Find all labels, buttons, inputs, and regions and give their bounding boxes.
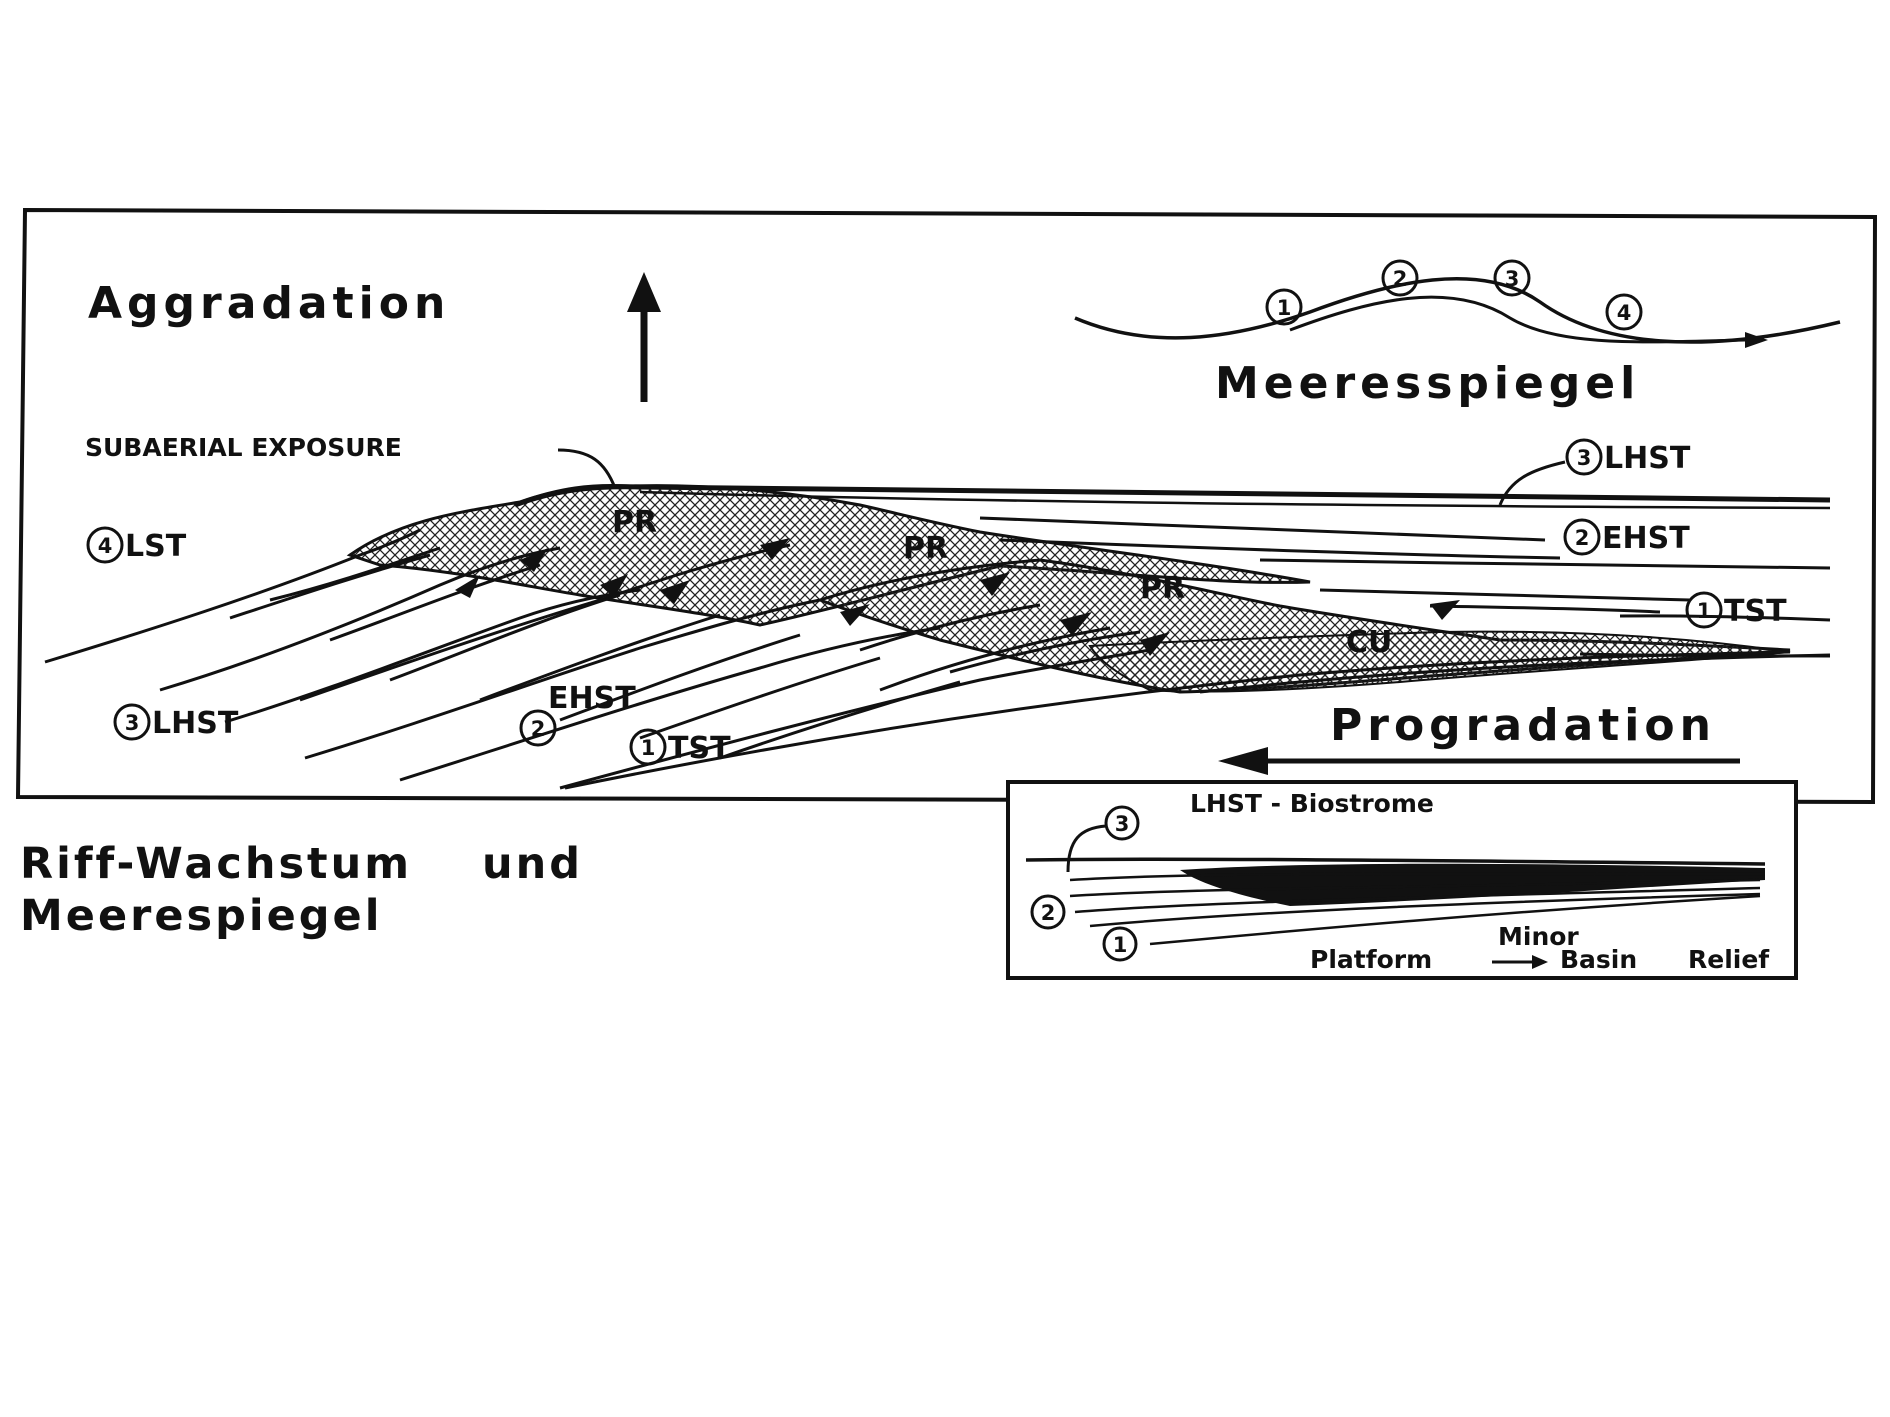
svg-text:3: 3 [1577,446,1592,470]
meeresspiegel-label: Meeresspiegel [1215,358,1640,409]
reef-body-lower [1088,630,1791,693]
caption-line-1b: und [482,839,584,889]
svg-text:EHST: EHST [1602,521,1690,556]
svg-text:2: 2 [531,717,546,741]
svg-text:1: 1 [641,736,656,760]
label-left-lhst: 3 LHST [113,703,239,741]
svg-text:3: 3 [1115,812,1130,836]
left-strata [44,528,1791,790]
inset-platform-label: Platform [1310,945,1432,974]
lhst-leader [1498,460,1566,506]
svg-text:TST: TST [668,731,731,766]
facies-pr-3: PR [1140,571,1185,606]
inset-relief-label: Relief [1688,945,1770,974]
inset-title: LHST - Biostrome [1190,789,1434,818]
inset-minor-label: Minor [1498,922,1579,951]
svg-text:LHST: LHST [152,706,239,741]
svg-text:2: 2 [1041,901,1056,925]
sea-level-point-1: 1 [1265,288,1303,326]
svg-text:3: 3 [1505,267,1520,291]
svg-text:3: 3 [125,711,140,735]
top-surface-line [514,484,1831,508]
label-right-lhst: 3 LHST [1565,438,1691,476]
inset-num-3: 3 [1104,805,1140,841]
caption-line-2: Meerespiegel [20,891,383,941]
svg-text:LHST: LHST [1604,441,1691,476]
svg-text:1: 1 [1697,599,1712,623]
inset-basin-label: Basin [1560,945,1637,974]
svg-text:TST: TST [1724,594,1787,629]
svg-text:2: 2 [1575,526,1590,550]
facies-pr-2: PR [903,531,948,566]
svg-text:LST: LST [125,529,187,564]
right-strata [979,516,1831,694]
sea-level-point-3: 3 [1493,259,1531,297]
label-right-ehst: 2 EHST [1563,518,1690,556]
top-surface-line-2 [639,490,1831,510]
sea-level-curve [1074,277,1841,348]
label-bottom-ehst: EHST [548,681,636,716]
caption-line-1: Riff-Wachstum und [20,838,583,890]
label-bottom-tst: 1 TST [629,728,731,766]
caption-line-1a: Riff-Wachstum [20,839,413,889]
svg-text:4: 4 [1617,301,1632,325]
sea-level-point-4: 4 [1605,293,1643,331]
progradation-label: Progradation [1330,700,1716,751]
subaerial-exposure-leader [557,448,617,489]
caption: Riff-Wachstum und Meerespiegel [20,838,583,942]
inset-num-1: 1 [1102,926,1138,962]
inset-num-2: 2 [1030,894,1066,930]
facies-pr-1: PR [612,505,657,540]
main-panel-frame [15,207,1878,805]
svg-text:2: 2 [1393,267,1408,291]
inset-leader [1066,824,1107,873]
sea-level-point-2: 2 [1381,259,1419,297]
svg-text:1: 1 [1277,296,1292,320]
subaerial-exposure-label: SUBAERIAL EXPOSURE [85,433,402,462]
svg-text:4: 4 [98,534,113,558]
aggradation-label: Aggradation [88,278,450,329]
facies-cu: CU [1346,625,1392,660]
label-right-tst: 1 TST [1685,591,1787,629]
aggradation-arrow-icon [627,272,661,402]
inset-biostrome-strata [1025,857,1766,946]
label-bottom-2: 2 [519,709,557,747]
progradation-arrow-icon [1218,747,1740,775]
slope-arrow-marks [455,538,1460,656]
svg-text:1: 1 [1113,933,1128,957]
label-left-lst: 4 LST [86,526,187,564]
inset-arrow-icon [1492,955,1548,969]
